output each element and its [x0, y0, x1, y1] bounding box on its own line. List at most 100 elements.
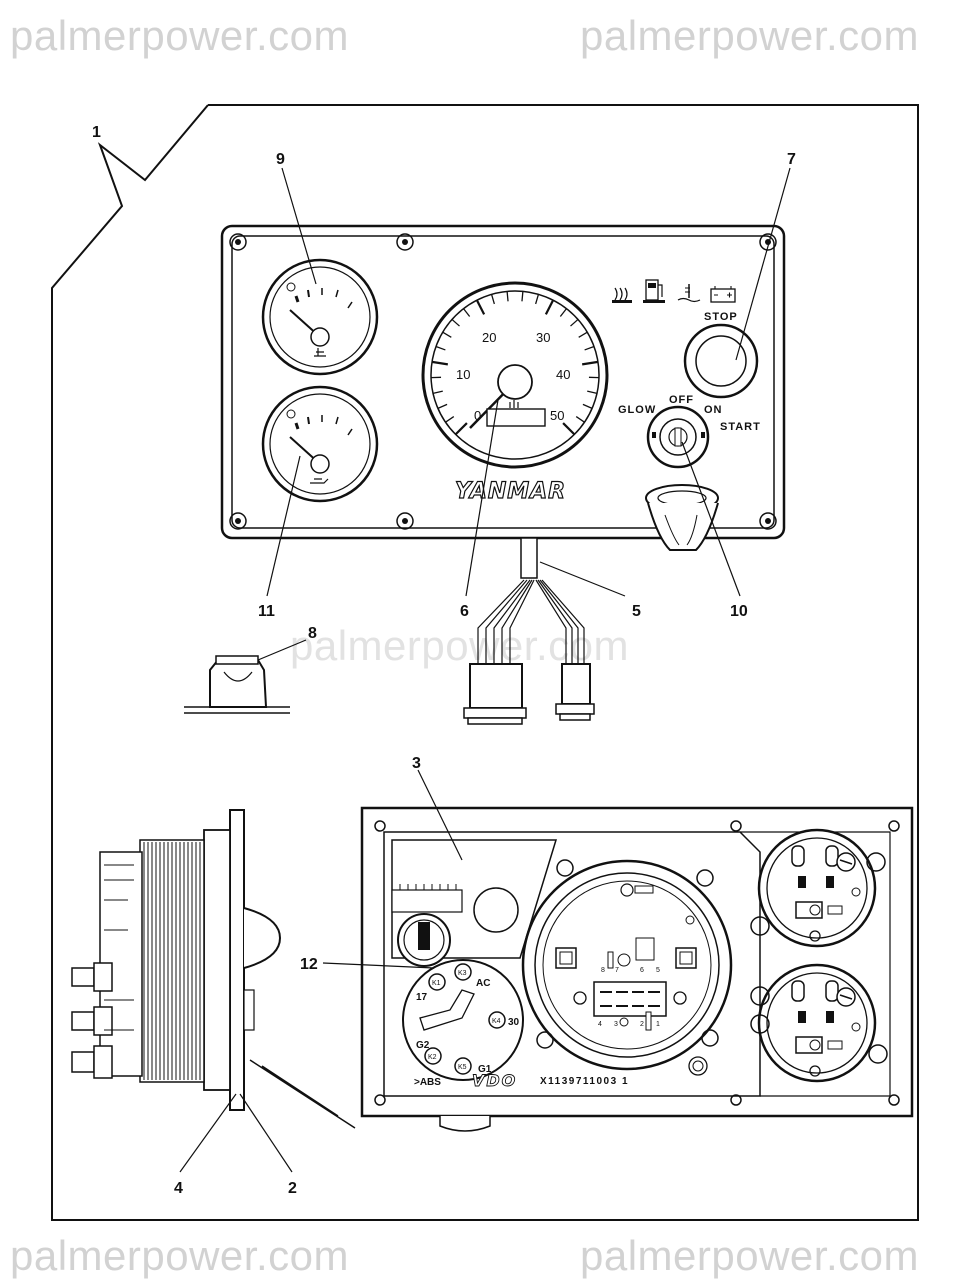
tach-tick — [581, 360, 599, 366]
callout-1: 1 — [92, 124, 101, 141]
tachometer: 0 10 20 30 40 50 YANMAR — [421, 281, 609, 505]
mounting-bracket — [184, 655, 290, 714]
oil-pressure-gauge — [261, 385, 379, 503]
terminal-nut — [71, 962, 113, 992]
start-label: START — [720, 421, 761, 433]
tach-tick — [535, 294, 540, 305]
round-connector — [397, 913, 451, 967]
callout-12: 12 — [300, 956, 318, 973]
callout-2: 2 — [288, 1180, 297, 1197]
front-instrument-panel: 0 10 20 30 40 50 YANMAR — [220, 224, 786, 551]
terminal-k2: K2 — [428, 1054, 437, 1061]
panel-screw — [229, 512, 247, 530]
tach-label-50: 50 — [550, 408, 564, 423]
tach-tick — [451, 318, 460, 327]
tach-label-40: 40 — [556, 367, 570, 382]
tach-tick — [570, 318, 579, 327]
water-temperature-gauge — [261, 258, 379, 376]
callout-7: 7 — [787, 151, 796, 168]
callout-6: 6 — [460, 603, 469, 620]
off-label: OFF — [669, 394, 694, 406]
warning-lamp-icons — [612, 279, 736, 303]
pin-label-7: 7 — [615, 967, 619, 974]
cooling-fins — [143, 842, 201, 1080]
tach-tick — [562, 422, 576, 436]
tach-tick — [442, 331, 452, 338]
side-view-assembly — [71, 809, 356, 1129]
terminal-k3: K3 — [458, 970, 467, 977]
tach-tick — [437, 403, 448, 409]
terminal-17-label: 17 — [416, 992, 428, 1003]
water-temperature-gauge-rear — [750, 828, 886, 948]
tach-label-10: 10 — [456, 367, 470, 382]
tach-tick — [578, 331, 588, 338]
panel-screw — [396, 233, 414, 251]
tach-label-20: 20 — [482, 330, 496, 345]
tach-tick — [490, 294, 495, 305]
stop-label: STOP — [704, 311, 738, 323]
callout-4: 4 — [174, 1180, 183, 1197]
terminal-g1-label: G1 — [478, 1064, 492, 1075]
tach-tick — [435, 345, 446, 351]
tach-tick — [454, 422, 468, 436]
watermark-top-left: palmerpower.com — [10, 12, 349, 59]
terminal-k4: K4 — [492, 1018, 501, 1025]
pin-label-2: 2 — [640, 1021, 644, 1028]
key-switch[interactable] — [646, 405, 710, 469]
stop-button[interactable] — [683, 323, 759, 399]
pin-label-8: 8 — [601, 967, 605, 974]
glow-label: GLOW — [618, 404, 656, 416]
panel-screw — [759, 512, 777, 530]
tach-label-30: 30 — [536, 330, 550, 345]
tach-tick — [506, 291, 509, 302]
watermark-top-right: palmerpower.com — [580, 12, 919, 59]
vdo-logo: VDO — [472, 1071, 517, 1090]
tach-tick — [431, 360, 449, 366]
tach-tick — [575, 416, 585, 423]
callout-8: 8 — [308, 625, 317, 642]
tach-tick — [445, 416, 455, 423]
terminal-k1: K1 — [432, 980, 441, 987]
callout-11: 11 — [258, 603, 275, 620]
tach-tick — [584, 345, 595, 351]
tach-tick — [582, 403, 593, 409]
tach-tick — [544, 299, 555, 315]
callout-10: 10 — [730, 603, 748, 620]
pin-label-6: 6 — [640, 967, 644, 974]
wiring-harness — [463, 537, 595, 725]
battery-charge-lamp-icon — [710, 286, 736, 303]
pin-label-3: 3 — [614, 1021, 618, 1028]
abs-label: >ABS — [414, 1077, 441, 1088]
terminal-nut — [71, 1045, 113, 1079]
watermark-bottom-right: palmerpower.com — [580, 1232, 919, 1279]
pin-label-5: 5 — [656, 967, 660, 974]
glow-plug-lamp-icon — [612, 287, 632, 303]
terminal-g2-label: G2 — [416, 1040, 430, 1051]
yanmar-logo: YANMAR — [455, 479, 566, 504]
callout-9: 9 — [276, 151, 285, 168]
key-switch-rear-terminals: K1 K3 K4 K2 K5 AC 30 17 G2 G1 — [402, 959, 524, 1081]
oil-pressure-gauge-rear — [750, 963, 888, 1083]
callout-3: 3 — [412, 755, 421, 772]
tach-tick — [587, 390, 598, 394]
panel-screw — [229, 233, 247, 251]
pin-label-1: 1 — [656, 1021, 660, 1028]
callout-5: 5 — [632, 603, 641, 620]
tach-tick — [559, 308, 567, 317]
tach-label-0: 0 — [474, 408, 481, 423]
terminal-ac-label: AC — [476, 978, 490, 989]
callout-leaders — [179, 167, 791, 1173]
watermark-bottom-left: palmerpower.com — [10, 1232, 349, 1279]
tach-tick — [521, 291, 524, 302]
tachometer-rear: 8 7 6 5 4 3 2 1 — [521, 859, 733, 1076]
tach-tick — [432, 390, 443, 394]
tach-tick — [475, 299, 486, 315]
terminal-30-label: 30 — [508, 1017, 520, 1028]
back-instrument-panel: K1 K3 K4 K2 K5 AC 30 17 G2 G1 — [360, 806, 914, 1132]
on-label: ON — [704, 404, 723, 416]
pin-label-4: 4 — [598, 1021, 602, 1028]
assembly-frame — [51, 104, 919, 1221]
part-number-label: X1139711003 1 — [540, 1076, 629, 1087]
terminal-nut — [71, 1006, 113, 1036]
